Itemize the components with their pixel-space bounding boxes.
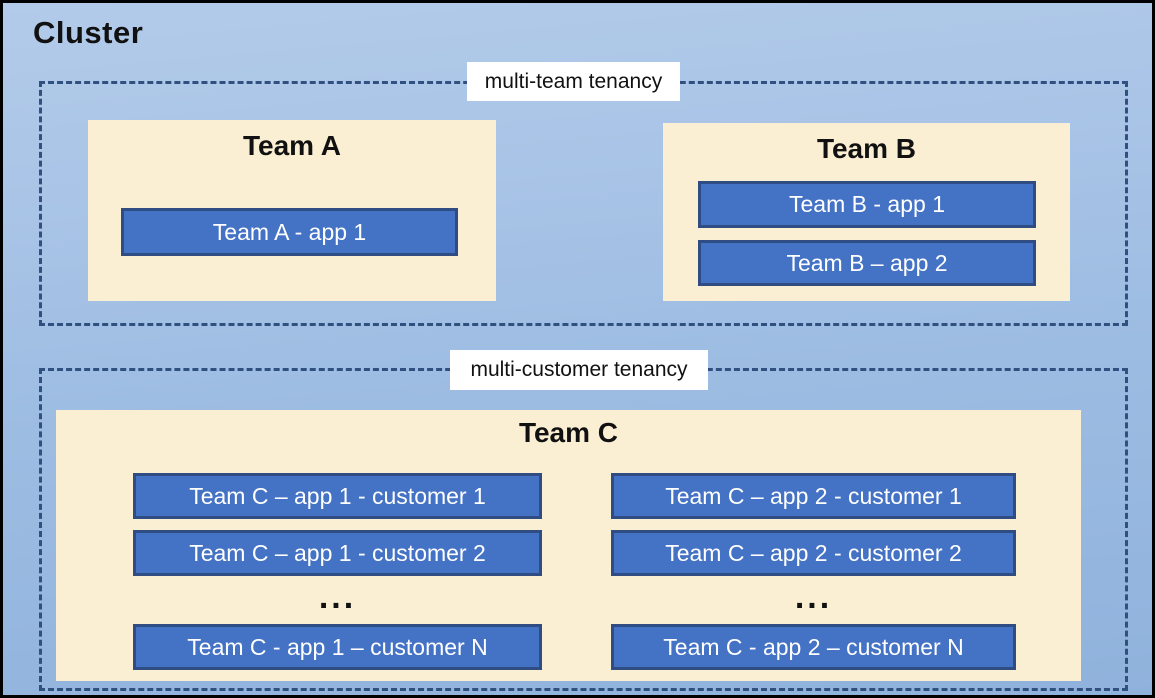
team-b-app-1-box: Team B - app 1 — [698, 181, 1036, 228]
team-c-app1-customer-n-box: Team C - app 1 – customer N — [133, 624, 542, 670]
team-c-app1-customer-2-box: Team C – app 1 - customer 2 — [133, 530, 542, 576]
team-c-box: Team C Team C – app 1 - customer 1 Team … — [56, 410, 1081, 681]
team-c-app-2-column: Team C – app 2 - customer 1 Team C – app… — [611, 473, 1016, 670]
team-c-app2-customer-1-box: Team C – app 2 - customer 1 — [611, 473, 1016, 519]
team-c-app-1-column: Team C – app 1 - customer 1 Team C – app… — [133, 473, 542, 670]
team-c-title: Team C — [518, 417, 619, 448]
team-c-app1-customer-1-box: Team C – app 1 - customer 1 — [133, 473, 542, 519]
team-c-app2-ellipsis: ... — [794, 578, 833, 616]
cluster-title: Cluster — [33, 15, 144, 50]
team-a-app-1-box: Team A - app 1 — [121, 208, 458, 256]
team-c-app2-customer-n-box: Team C - app 2 – customer N — [611, 624, 1016, 670]
team-c-app1-ellipsis: ... — [318, 578, 357, 616]
team-b-title: Team B — [816, 133, 917, 164]
team-c-app2-customer-2-box: Team C – app 2 - customer 2 — [611, 530, 1016, 576]
multi-customer-tenancy-label: multi-customer tenancy — [450, 350, 708, 390]
team-b-box: Team B Team B - app 1 Team B – app 2 — [663, 123, 1070, 301]
multi-team-tenancy-label: multi-team tenancy — [467, 62, 680, 101]
team-a-box: Team A Team A - app 1 — [88, 120, 496, 301]
team-a-title: Team A — [242, 130, 342, 161]
team-b-app-2-box: Team B – app 2 — [698, 240, 1036, 286]
